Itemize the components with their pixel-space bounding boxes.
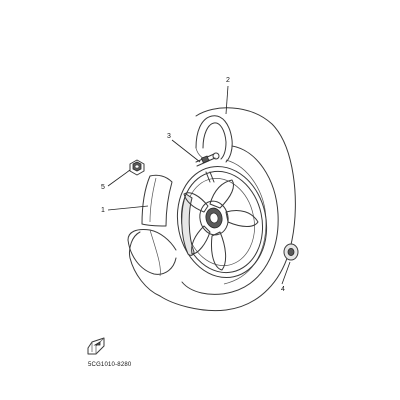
callout-2: 2 xyxy=(226,77,230,84)
valve-cap-washer xyxy=(283,243,299,261)
front-arrow-icon xyxy=(87,337,105,355)
callout-5: 5 xyxy=(101,184,105,191)
callout-4: 4 xyxy=(281,286,285,293)
drawing-code: 5CG1010-8280 xyxy=(88,362,132,368)
inner-tube xyxy=(195,115,233,163)
callout-1: 1 xyxy=(101,207,105,214)
tire xyxy=(127,107,296,312)
callout-labels: 1 2 3 4 5 xyxy=(101,77,285,293)
valve-stem xyxy=(195,152,220,183)
leader-lines xyxy=(107,85,291,285)
callout-3: 3 xyxy=(167,133,171,140)
wheel-rim xyxy=(176,165,268,279)
rim-band xyxy=(141,174,173,227)
valve-nut xyxy=(129,159,145,176)
